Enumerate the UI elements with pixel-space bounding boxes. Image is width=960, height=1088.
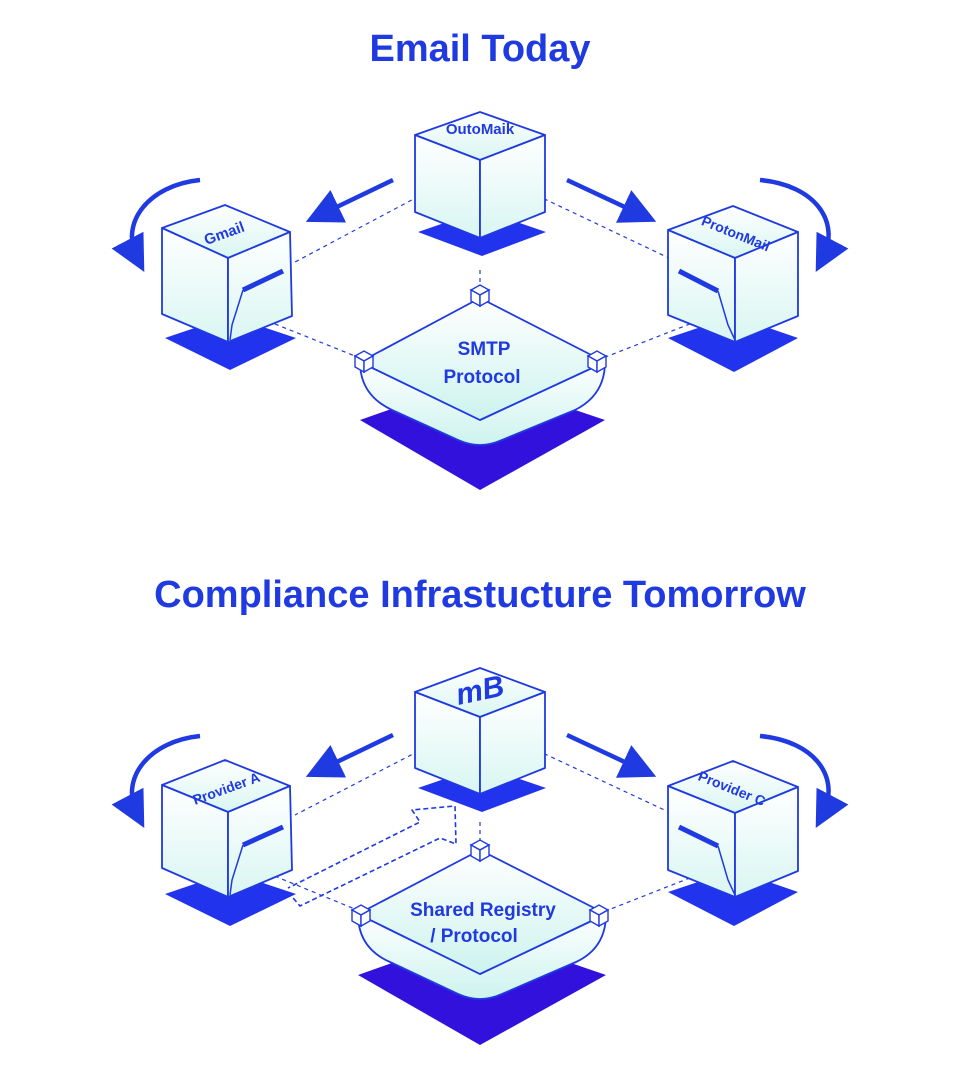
node-right-box: Provider C bbox=[667, 760, 799, 926]
arrow-to-left bbox=[305, 177, 394, 223]
arrow-to-right bbox=[566, 732, 657, 778]
node-right-box: ProtonMail bbox=[667, 205, 799, 372]
connector-nodes bbox=[350, 839, 610, 928]
node-top-box: OutoMaik bbox=[414, 111, 546, 256]
protocol-platform: SMTP Protocol bbox=[359, 297, 606, 490]
connector-node-left bbox=[353, 350, 375, 374]
platform-label-line-2: / Protocol bbox=[430, 926, 518, 947]
cycle-arrow-right bbox=[759, 177, 849, 272]
cycle-arrow-right bbox=[759, 733, 849, 828]
platform-label-line-2: Protocol bbox=[443, 367, 520, 388]
connector-node-top bbox=[469, 839, 491, 863]
diagram-title-compliance-tomorrow: Compliance Infrastucture Tomorrow bbox=[154, 574, 806, 616]
node-top-box: mB bbox=[414, 667, 546, 812]
arrow-to-right bbox=[566, 177, 657, 223]
connector-node-right bbox=[588, 904, 610, 928]
node-left-box: Provider A bbox=[161, 759, 296, 926]
connector-node-right bbox=[586, 350, 608, 374]
platform-label-line-1: SMTP bbox=[458, 339, 511, 360]
connector-nodes bbox=[353, 284, 608, 374]
migration-arrow bbox=[287, 805, 457, 907]
node-left-box: Gmail bbox=[161, 204, 296, 370]
connector-node-top bbox=[469, 284, 491, 308]
diagram-compliance-tomorrow: mB Provider A Provider C Shar bbox=[111, 667, 849, 1045]
node-top-label: OutoMaik bbox=[446, 121, 515, 138]
diagram-title-email-today: Email Today bbox=[369, 28, 591, 70]
platform-label-line-1: Shared Registry bbox=[410, 900, 556, 921]
registry-platform: Shared Registry / Protocol bbox=[357, 849, 607, 1045]
cycle-arrow-left bbox=[111, 733, 201, 828]
arrow-to-left bbox=[305, 732, 394, 778]
connector-node-left bbox=[350, 904, 372, 928]
cycle-arrow-left bbox=[111, 177, 201, 272]
diagram-email-today: OutoMaik Gmail ProtonMail SMT bbox=[111, 111, 849, 490]
